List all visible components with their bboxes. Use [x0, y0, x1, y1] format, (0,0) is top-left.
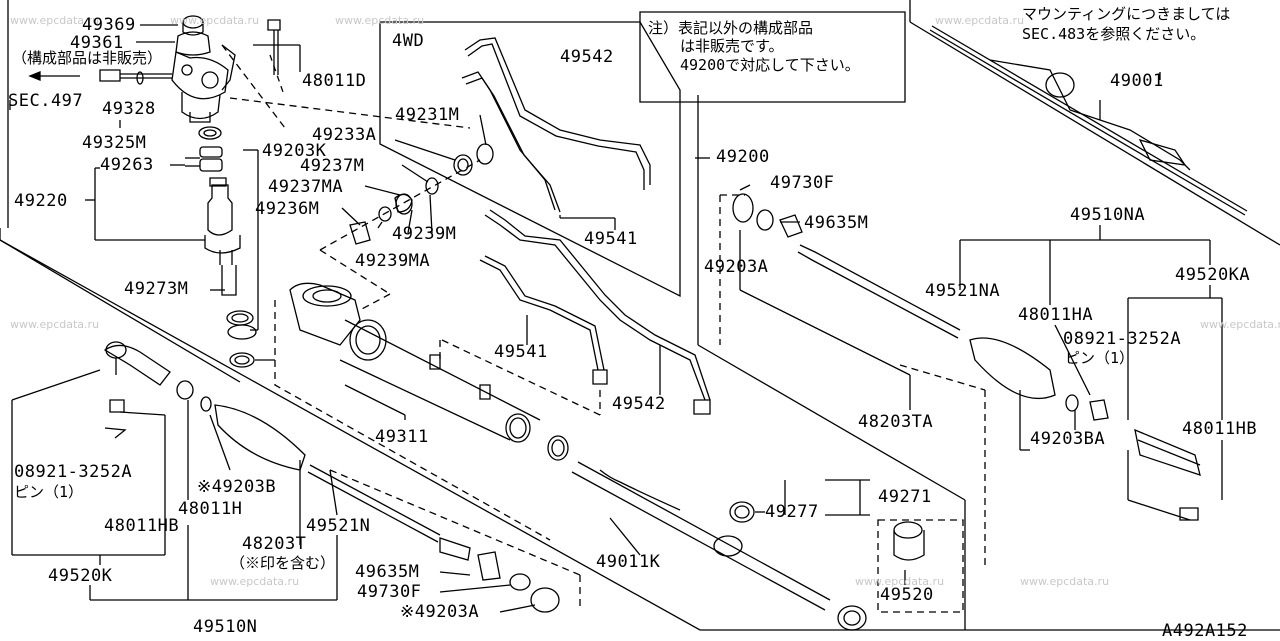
pipes-main — [440, 210, 710, 415]
bush-49520 — [878, 520, 963, 612]
part-label: 49520 — [880, 585, 934, 605]
watermark: www.epcdata.ru — [1020, 575, 1110, 588]
part-label: 49369 — [82, 15, 136, 35]
part-label: 49361 — [70, 33, 124, 53]
part-label: 49233A — [312, 125, 377, 145]
part-label: 49011K — [596, 552, 661, 572]
part-label: 49541 — [584, 229, 638, 249]
part-label: 49510NA — [1070, 205, 1146, 225]
part-label: 08921-3252A — [1063, 329, 1182, 349]
part-label: 48011H — [178, 499, 243, 519]
part-label: 49237MA — [268, 177, 344, 197]
part-label: 49635M — [355, 562, 420, 582]
watermark: www.epcdata.ru — [10, 318, 100, 331]
part-label: ※49203A — [400, 602, 480, 622]
part-label: 49328 — [102, 99, 156, 119]
part-label: 49239M — [392, 224, 457, 244]
note-line-1: 注）表記以外の構成部品 — [648, 19, 814, 37]
note-line-3: 49200で対応して下さい。 — [680, 56, 860, 74]
part-label: 49273M — [124, 279, 189, 299]
part-label: 49277 — [765, 502, 819, 522]
figure-id: A492A152 — [1162, 621, 1248, 641]
part-label: 48011D — [302, 71, 367, 91]
watermark: www.epcdata.ru — [1200, 318, 1280, 331]
part-label: 48011HB — [104, 516, 180, 536]
part-label: 48011HB — [1182, 419, 1258, 439]
fourwd-box — [380, 22, 680, 296]
part-label: 48203T — [242, 534, 307, 554]
right-tie-rod — [720, 194, 1200, 570]
part-label: 49521N — [306, 516, 371, 536]
part-label: 49271 — [878, 487, 932, 507]
part-label: 49203A — [704, 257, 769, 277]
part-label: 49203BA — [1030, 429, 1106, 449]
left-tie-rod — [105, 342, 580, 612]
part-label: 49521NA — [925, 281, 1001, 301]
watermark: www.epcdata.ru — [170, 14, 260, 27]
part-label: ※49203B — [197, 477, 277, 497]
part-label: 49730F — [770, 173, 835, 193]
pinion-parts — [185, 127, 256, 367]
rack-shaft — [548, 436, 866, 630]
part-label: 49635M — [804, 213, 869, 233]
part-label: 49200 — [716, 147, 770, 167]
pipes-4wd — [462, 38, 650, 212]
mounting-note-1: マウンティングにつきましては — [1022, 5, 1231, 23]
valve-assembly — [100, 16, 470, 128]
pin-note-right: ピン（1） — [1065, 349, 1135, 367]
bolt-48011D — [268, 20, 283, 92]
part-label: 49239MA — [355, 251, 431, 271]
part-label: 49520K — [48, 566, 113, 586]
overview-assembly — [930, 26, 1247, 215]
includes-mark-note: （※印を含む） — [230, 554, 336, 572]
part-label: 49236M — [255, 199, 320, 219]
part-label: 49325M — [82, 133, 147, 153]
watermark: www.epcdata.ru — [10, 14, 100, 27]
note-line-2: は非販売です。 — [680, 37, 784, 55]
part-label: 48203TA — [858, 412, 934, 432]
note-box — [640, 12, 905, 102]
arrow-left-icon — [30, 72, 80, 80]
watermark: www.epcdata.ru — [210, 575, 300, 588]
mounting-note-2: SEC.483を参照ください。 — [1022, 25, 1206, 43]
fourwd-title: 4WD — [392, 31, 425, 51]
part-label: 49311 — [375, 427, 429, 447]
part-label: 49231M — [395, 105, 460, 125]
part-label: 49520KA — [1175, 265, 1251, 285]
part-label: 49220 — [14, 191, 68, 211]
pin-note-left: ピン（1） — [14, 483, 84, 501]
watermark: www.epcdata.ru — [935, 14, 1025, 27]
seal-stack — [320, 144, 493, 294]
leader-lines — [12, 25, 1222, 612]
gear-housing — [275, 283, 550, 540]
watermark: www.epcdata.ru — [855, 575, 945, 588]
part-label: 49001 — [1110, 71, 1164, 91]
part-label: 49730F — [357, 582, 422, 602]
part-label: 49263 — [100, 155, 154, 175]
part-label: 49237M — [300, 156, 365, 176]
part-label: 49542 — [612, 394, 666, 414]
section-ref-left: SEC.497 — [8, 91, 84, 111]
part-label: 48011HA — [1018, 305, 1094, 325]
part-label: 49510N — [193, 617, 258, 637]
watermark: www.epcdata.ru — [335, 14, 425, 27]
part-label: 49541 — [494, 342, 548, 362]
part-label: 49203K — [262, 141, 327, 161]
part-label: 49542 — [560, 47, 614, 67]
part-label: 08921-3252A — [14, 462, 133, 482]
not-sold-note-top: （構成部品は非販売） — [12, 49, 163, 67]
